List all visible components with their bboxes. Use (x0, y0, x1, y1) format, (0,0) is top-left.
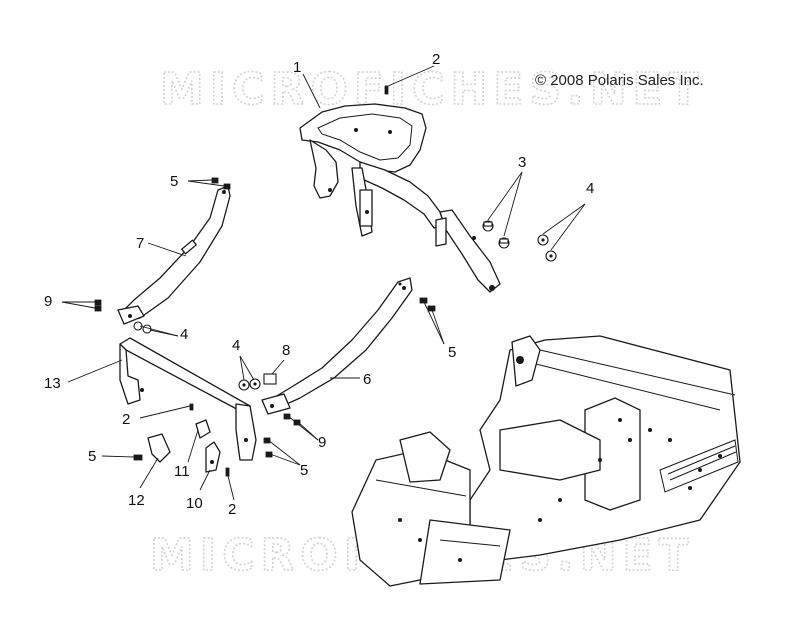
leader-lines (61, 65, 586, 501)
chassis-assembly (351, 335, 741, 587)
callout-8: 8 (282, 342, 290, 359)
watermark-top: MICROFICHES.NET (160, 64, 705, 115)
callout-5-top: 5 (170, 173, 178, 190)
callout-4-left: 4 (180, 326, 188, 343)
hardware-nuts-4-left (133, 321, 152, 334)
callout-7: 7 (136, 235, 144, 252)
hardware-pin-2-lower (225, 467, 230, 477)
part-13-crossbar (119, 337, 257, 461)
callout-11: 11 (174, 463, 190, 480)
hardware-screws-9-mid (283, 413, 301, 426)
hardware-screws-5-mid (263, 437, 273, 458)
hardware-screws-9-left (94, 299, 102, 312)
callout-4-right: 4 (586, 180, 594, 197)
hardware-nuts-4-mid (238, 378, 261, 391)
part-1-upper-frame (299, 103, 501, 293)
hardware-screws-5-top (211, 177, 231, 190)
callout-5-mid: 5 (300, 462, 308, 479)
copyright-notice: © 2008 Polaris Sales Inc. (535, 72, 704, 89)
part-7-brace (117, 185, 231, 325)
part-2-screw-upper (384, 85, 389, 95)
part-11-bracket (195, 419, 211, 439)
callout-6: 6 (363, 371, 371, 388)
callout-labels: 1 2 3 4 5 7 9 4 5 4 8 6 13 2 9 5 5 11 12… (44, 51, 594, 518)
callout-12: 12 (128, 492, 145, 509)
hardware-bolts-3 (482, 220, 510, 249)
callout-2-mid: 2 (122, 411, 130, 428)
callout-9-left: 9 (44, 293, 52, 310)
callout-4-mid: 4 (232, 337, 240, 354)
callout-1: 1 (293, 59, 301, 76)
callout-13: 13 (44, 375, 61, 392)
callout-9-mid: 9 (318, 434, 326, 451)
callout-5-left: 5 (88, 448, 96, 465)
callout-3: 3 (518, 154, 526, 171)
callout-2-top: 2 (432, 51, 440, 68)
hardware-screw-5-lower (133, 454, 143, 461)
part-6-brace (261, 277, 413, 415)
part-10-plate (205, 441, 221, 473)
part-12-bracket (147, 433, 171, 463)
callout-10: 10 (186, 495, 203, 512)
callout-2-bottom: 2 (228, 501, 236, 518)
hardware-washer-8 (263, 373, 277, 385)
hardware-nuts-4-upper (537, 234, 557, 262)
callout-5-right: 5 (448, 344, 456, 361)
hardware-bolts-5-right (419, 297, 436, 312)
hardware-screw-2-mid (189, 403, 194, 411)
